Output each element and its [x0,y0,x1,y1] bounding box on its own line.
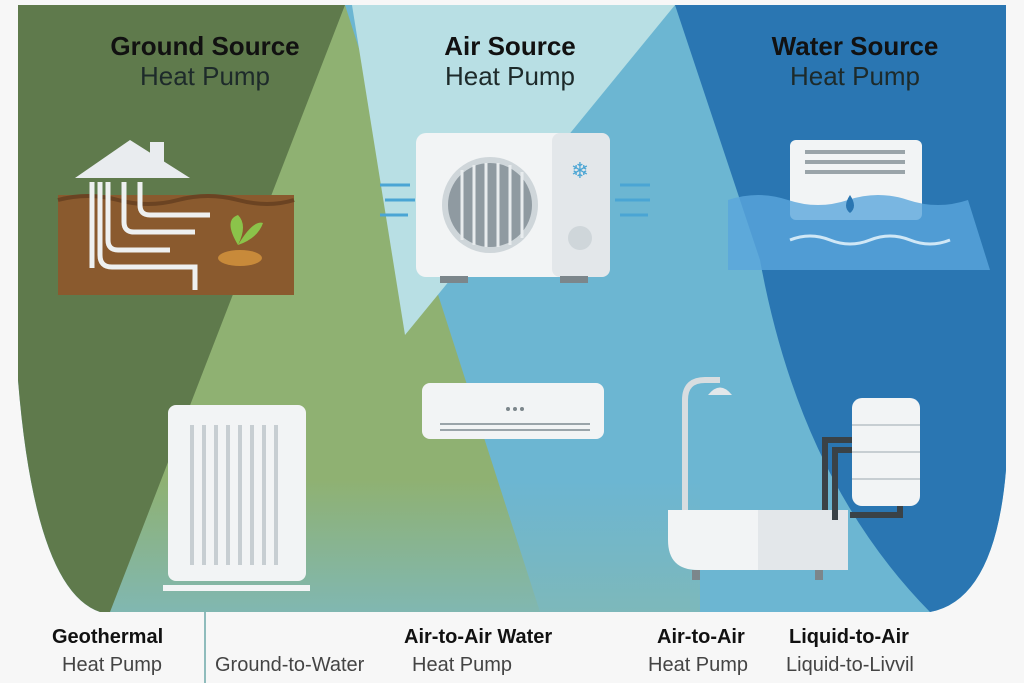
ground-source-title: Ground Source [110,31,300,61]
air-to-air-water-label: Air-to-Air Water [404,626,553,648]
ground-to-water-label: Ground-to-Water [215,654,365,676]
water-tank-icon [822,398,920,520]
liquid-to-air-label: Liquid-to-Air [789,626,909,648]
water-source-heading: Water Source Heat Pump [715,31,995,92]
air-source-subtitle: Heat Pump [444,60,576,91]
radiator-icon [163,405,310,591]
geothermal-sublabel: Heat Pump [62,654,163,676]
water-region [675,5,1006,612]
air-to-air-water-sublabel: Heat Pump [412,654,513,676]
divider [204,612,206,683]
water-source-unit-icon [728,140,990,270]
ground-region [18,5,345,612]
wall-ac-unit-icon [422,383,604,439]
liquid-to-air-sublabel: Liquid-to-Livvil [786,654,914,676]
water-source-subtitle: Heat Pump [789,60,921,91]
ground-source-heading: Ground Source Heat Pump [60,31,350,92]
air-source-title: Air Source [444,31,576,61]
geothermal-house-icon [57,140,295,295]
outdoor-ac-unit-icon: ❄ [380,133,650,283]
water-source-title: Water Source [771,31,939,61]
air-source-heading: Air Source Heat Pump [370,31,650,92]
ground-source-subtitle: Heat Pump [139,60,271,91]
air-to-air-sublabel: Heat Pump [648,654,749,676]
geothermal-label: Geothermal [52,626,164,648]
svg-text:❄: ❄ [571,158,589,183]
air-to-air-label: Air-to-Air [657,626,745,648]
